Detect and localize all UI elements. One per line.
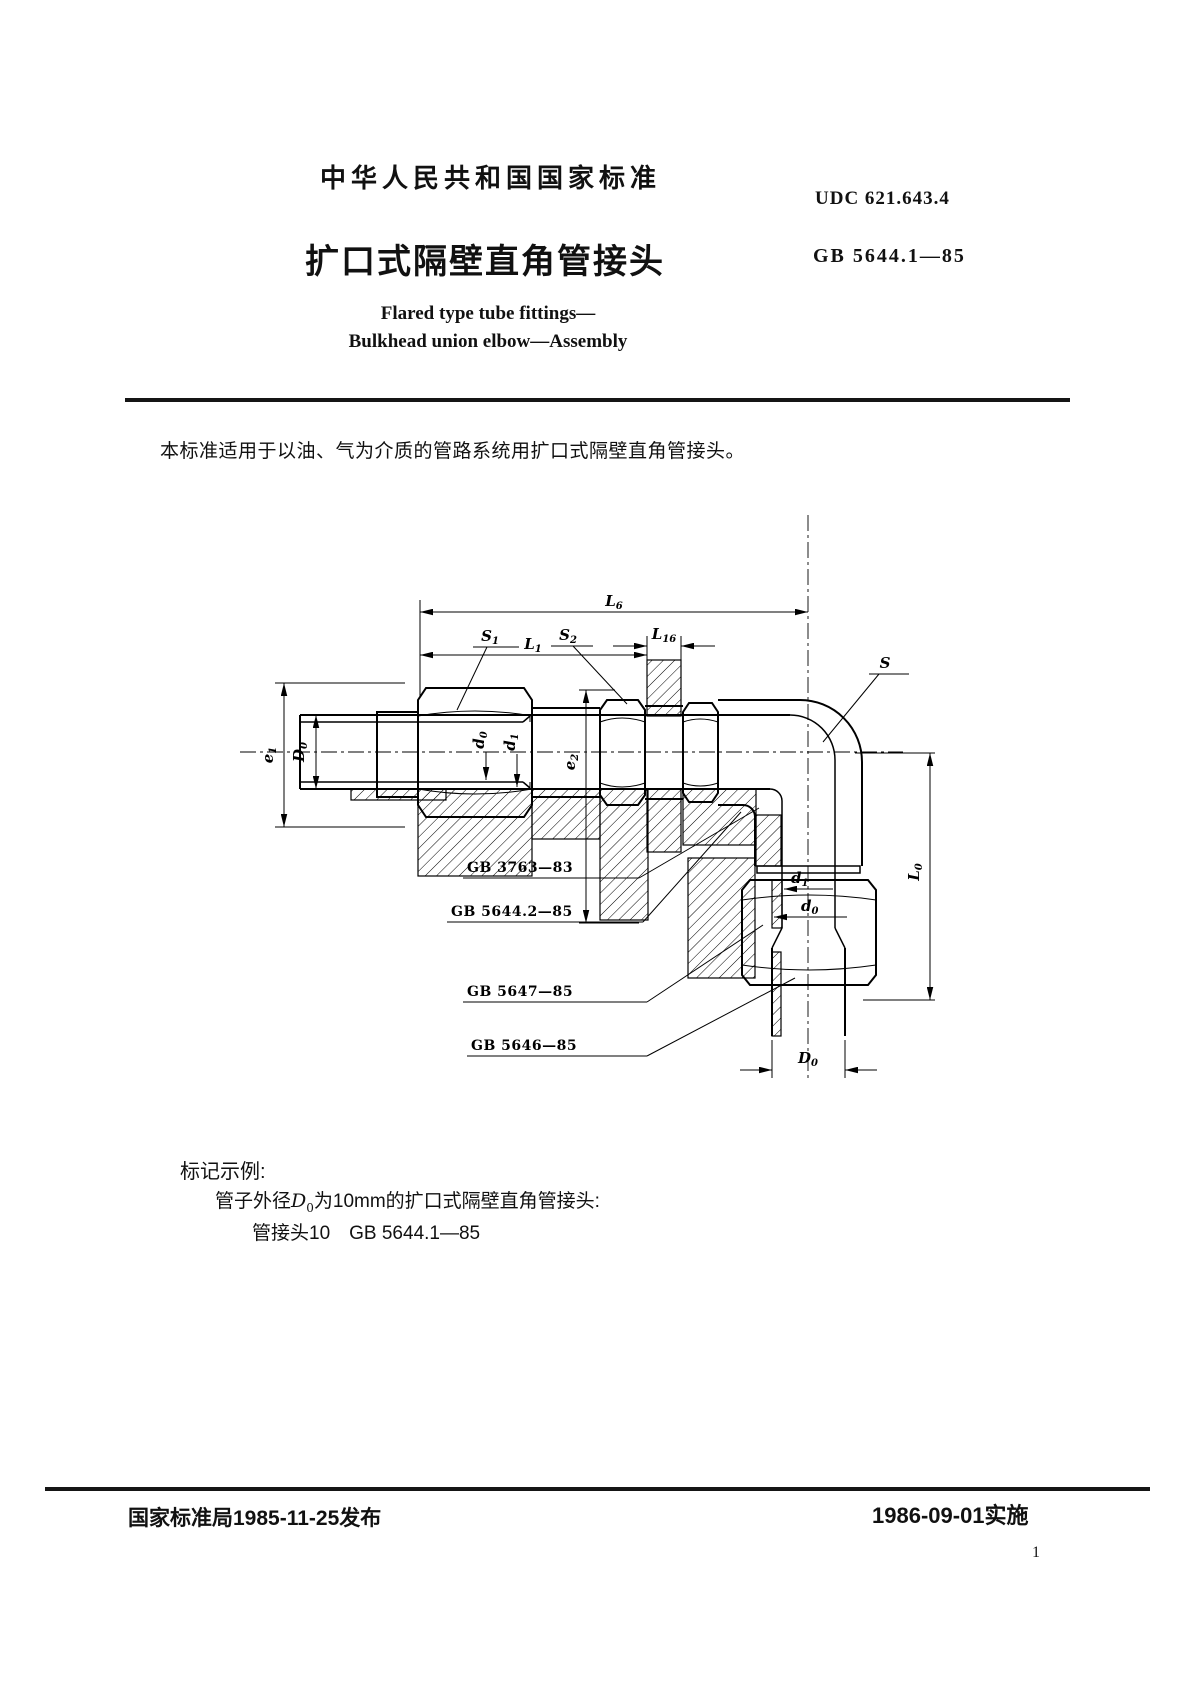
dim-e2: e2 [561,689,639,924]
dim-e1: e1 [259,682,405,828]
footer-divider-rule [45,1487,1150,1491]
callout-s: S [822,654,909,743]
dim-label-d1-mid: d1 [501,733,521,750]
ref-label-gb5646: GB 5646—85 [471,1038,577,1054]
national-standard-org: 中华人民共和国国家标准 [320,163,662,193]
udc-number: UDC 621.643.4 [815,188,950,209]
page-title: 扩口式隔壁直角管接头 [305,243,665,281]
standard-number: GB 5644.1—85 [813,245,966,267]
hex-nut-s2 [599,699,683,806]
dim-d1-leg: d1 [784,869,833,893]
ref-gb3763: GB 3763—83 [463,807,760,879]
dim-label-d0-left: D0 [290,742,310,763]
dim-label-e2: e2 [561,754,581,771]
dim-l6: L6 [419,592,808,698]
leg-washer [756,865,861,874]
dim-label-d0-mid: d0 [470,731,490,749]
hex-nut-bottom [741,879,877,986]
ref-gb5646: GB 5646—85 [467,977,796,1057]
dim-d0-leg: d0 [774,897,847,921]
ref-label-gb5647: GB 5647—85 [467,984,573,1000]
example-line1-suffix: 为10mm的扩口式隔壁直角管接头: [313,1191,600,1212]
dim-label-e1: e1 [259,747,279,764]
dim-label-d0-bottom: D0 [797,1049,818,1069]
dim-label-d0-leg: d0 [801,897,819,917]
technical-drawing: L6 L1 L16 S1 S2 [240,515,935,1078]
footer-implementation-date: 1986-09-01实施 [872,1503,1029,1528]
example-symbol-d0: D0 [291,1190,314,1215]
dim-d0-left: D0 [290,715,320,789]
marking-example-heading: 标记示例: [180,1161,266,1183]
sleeve-nut-section [687,857,756,979]
title-english: Flared type tube fittings— Bulkhead unio… [278,300,698,356]
marking-example-line2: 管接头10 GB 5644.1—85 [252,1223,481,1244]
dim-label-s1: S1 [481,627,499,647]
tube-bottom [771,927,846,1036]
title-english-line1: Flared type tube fittings— [380,303,596,324]
locknut [682,702,719,803]
hex-nut-s1 [417,687,533,818]
marking-example-line1: 管子外径D0为10mm的扩口式隔壁直角管接头: [215,1186,600,1215]
body-mid [532,707,600,798]
dim-d1-mid: d1 [501,733,521,787]
callout-s2: S2 [551,626,628,705]
dim-label-s: S [880,654,891,672]
dim-d0-bottom: D0 [740,1040,877,1078]
ref-gb5647: GB 5647—85 [463,924,764,1003]
ref-label-gb5644-2: GB 5644.2—85 [451,904,573,920]
tube-left [299,714,790,790]
dim-label-l6: L6 [604,592,623,612]
dim-label-l16: L16 [651,625,677,645]
dim-l16: L16 [613,625,715,660]
dim-label-l0: L0 [905,863,925,882]
dim-d0-mid: d0 [470,731,490,780]
title-english-line2: Bulkhead union elbow—Assembly [348,331,628,352]
callout-s1: S1 [456,627,519,711]
dim-l1: L1 [420,635,647,659]
dim-l0: L0 [855,752,935,1001]
example-line1-prefix: 管子外径 [215,1191,292,1212]
dim-label-d1-leg: d1 [791,869,808,889]
dim-label-l1: L1 [523,635,542,655]
elbow-body [718,699,863,928]
footer-issued-date: 国家标准局1985-11-25发布 [128,1507,382,1530]
header-divider-rule [125,398,1070,402]
dim-label-s2: S2 [559,626,577,646]
page-number: 1 [1032,1544,1040,1561]
bulkhead-plate-upper [646,659,682,717]
ref-label-gb3763: GB 3763—83 [467,860,573,876]
back-sleeve [376,711,419,798]
ref-gb5644-2: GB 5644.2—85 [447,811,742,923]
scope-statement: 本标准适用于以油、气为介质的管路系统用扩口式隔壁直角管接头。 [160,441,746,462]
